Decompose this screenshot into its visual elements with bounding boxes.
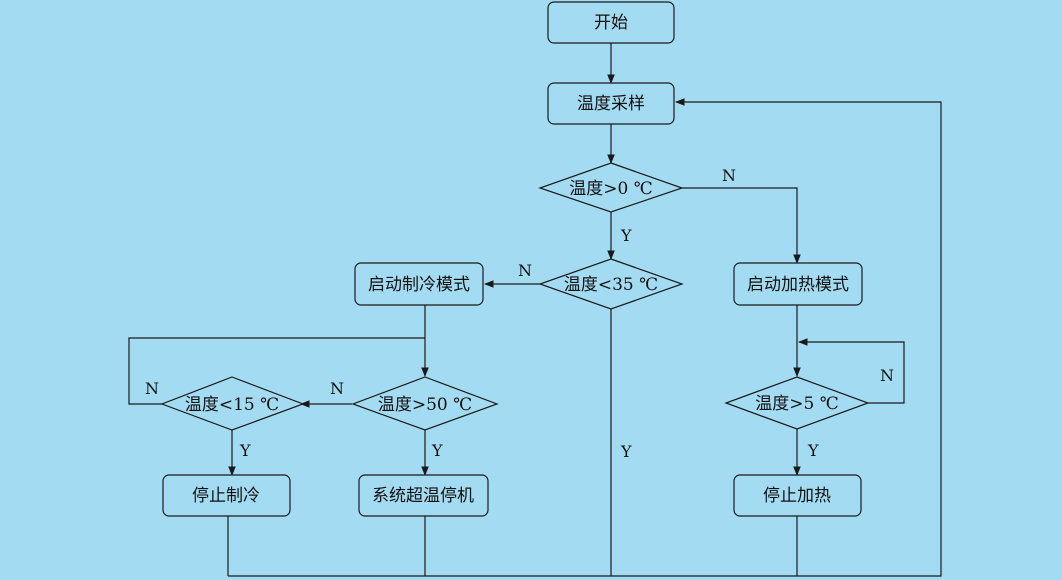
node-check-above-50: 温度>50 ℃ [351, 376, 499, 431]
label-check0-no: N [722, 166, 736, 185]
label-check50-yes: Y [431, 441, 443, 460]
label-check5-yes: Y [807, 441, 819, 460]
node-start-label: 开始 [594, 13, 628, 33]
label-check50-no: N [330, 379, 344, 398]
connectors [128, 43, 942, 577]
node-stop-heating-label: 停止加热 [763, 486, 831, 506]
node-check-above-0-label: 温度>0 ℃ [569, 179, 652, 199]
node-start-cooling-label: 启动制冷模式 [368, 275, 470, 295]
node-check-below-35: 温度<35 ℃ [538, 258, 684, 310]
node-stop-heating: 停止加热 [733, 474, 862, 517]
label-check35-yes: Y [620, 442, 632, 461]
label-check15-yes: Y [239, 441, 251, 460]
node-stop-cooling: 停止制冷 [162, 474, 291, 517]
node-sampling: 温度采样 [547, 82, 675, 125]
node-stop-cooling-label: 停止制冷 [192, 486, 260, 506]
node-check-below-15: 温度<15 ℃ [160, 376, 305, 431]
edge-check15-no-loop [128, 337, 425, 405]
node-overheat-shutdown: 系统超温停机 [358, 474, 489, 517]
label-check35-no: N [518, 261, 532, 280]
label-check0-yes: Y [620, 226, 632, 245]
node-sampling-label: 温度采样 [577, 94, 645, 114]
node-check-above-0: 温度>0 ℃ [538, 162, 684, 213]
node-check-above-5-label: 温度>5 ℃ [755, 394, 838, 414]
node-check-above-50-label: 温度>50 ℃ [378, 395, 472, 415]
edge-check5-no-loop [798, 338, 905, 404]
edge-return-to-sampling [228, 98, 942, 577]
node-check-below-35-label: 温度<35 ℃ [564, 275, 658, 295]
label-check15-no: N [145, 379, 159, 398]
node-start-heating-label: 启动加热模式 [747, 275, 849, 295]
node-start-heating: 启动加热模式 [733, 262, 863, 306]
node-start-cooling: 启动制冷模式 [354, 262, 484, 306]
node-overheat-shutdown-label: 系统超温停机 [372, 486, 474, 506]
edge-labels: N Y N Y N N Y Y N Y [145, 166, 894, 461]
node-check-above-5: 温度>5 ℃ [724, 376, 870, 430]
edge-check0-no [682, 187, 801, 264]
node-check-below-15-label: 温度<15 ℃ [185, 395, 279, 415]
label-check5-no: N [880, 366, 894, 385]
node-start: 开始 [547, 1, 675, 44]
